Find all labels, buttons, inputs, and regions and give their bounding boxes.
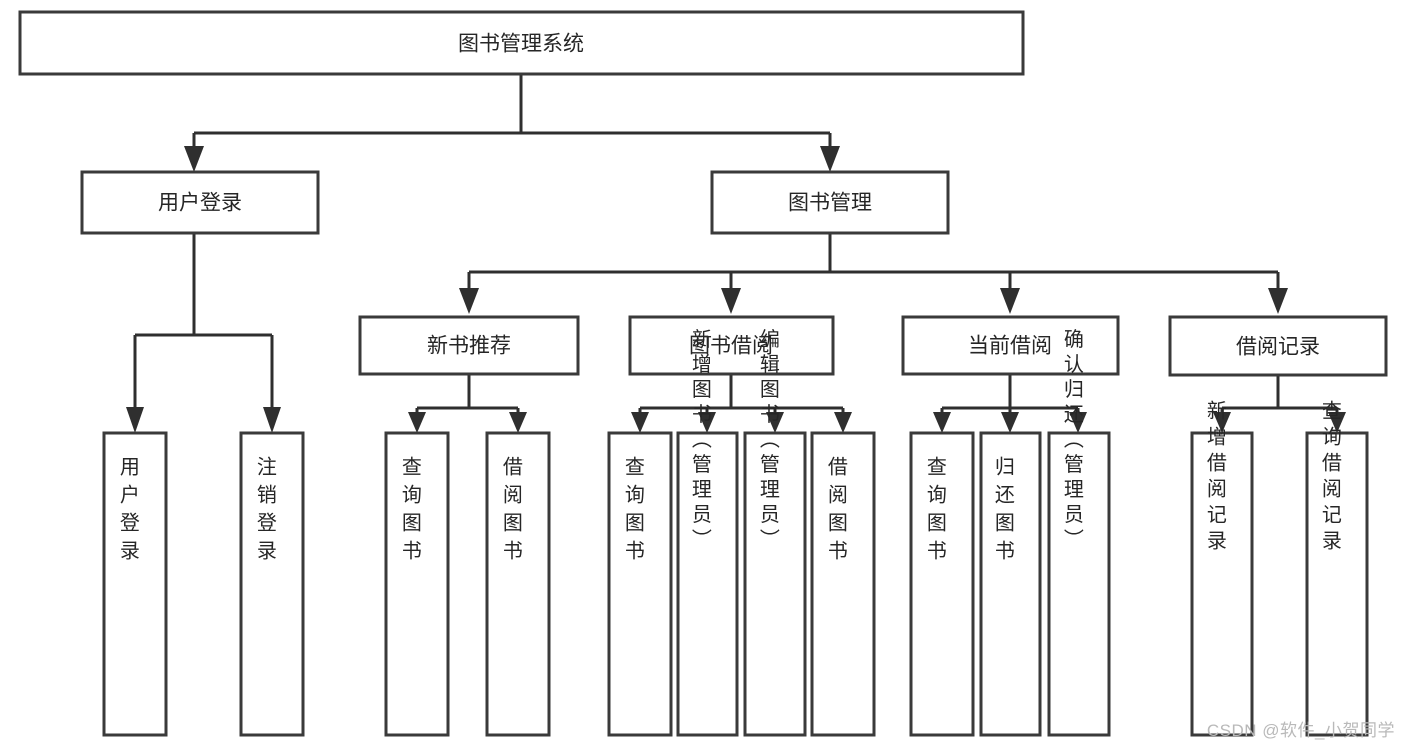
node-borrow-record-box[interactable]: [1168, 315, 1388, 377]
arrow-to-leaf-borrow-book-2: [834, 412, 852, 433]
node-leaf-borrow-book-1-box[interactable]: [485, 431, 551, 737]
node-leaf-confirm-return-label: 确认归还（管理员）: [1060, 328, 1083, 553]
node-leaf-user-login-box[interactable]: [102, 431, 168, 737]
node-leaf-query-record[interactable]: 查询借阅记录: [1305, 400, 1369, 737]
node-leaf-add-record-box[interactable]: [1190, 431, 1254, 737]
node-leaf-add-book-label: 新增图书（管理员）: [688, 328, 711, 553]
node-leaf-user-login[interactable]: 用户登录: [102, 431, 168, 737]
node-new-book-recommend-label: 新书推荐: [427, 335, 511, 358]
arrow-to-leaf-query-book-3: [933, 412, 951, 433]
node-leaf-user-logout-box[interactable]: [239, 431, 305, 737]
arrow-to-current-borrow: [1000, 288, 1020, 314]
arrow-to-leaf-user-logout: [263, 407, 281, 433]
node-book-borrow-box[interactable]: [628, 315, 835, 376]
node-leaf-user-logout[interactable]: 注销登录: [239, 431, 305, 737]
node-new-book-recommend[interactable]: 新书推荐: [358, 315, 580, 376]
node-leaf-query-book-2[interactable]: 查询图书: [607, 431, 673, 737]
arrow-to-leaf-add-record: [1213, 412, 1231, 433]
node-leaf-query-book-1-label: 查询图书: [398, 456, 421, 568]
node-leaf-edit-book-label: 编辑图书（管理员）: [756, 328, 779, 553]
node-leaf-query-book-2-box[interactable]: [607, 431, 673, 737]
arrow-to-leaf-query-book-2: [631, 412, 649, 433]
node-leaf-add-book-box[interactable]: [676, 431, 739, 737]
node-root-box[interactable]: [18, 10, 1025, 76]
node-leaf-borrow-book-2-label: 借阅图书: [824, 456, 847, 568]
arrow-to-leaf-query-record: [1328, 412, 1346, 433]
node-leaf-confirm-return[interactable]: 确认归还（管理员）: [1047, 328, 1111, 737]
node-leaf-borrow-book-2[interactable]: 借阅图书: [810, 431, 876, 737]
node-leaf-query-book-3-box[interactable]: [909, 431, 975, 737]
arrow-to-leaf-query-book-1: [408, 412, 426, 433]
node-leaf-confirm-return-box[interactable]: [1047, 431, 1111, 737]
arrow-to-user-login: [184, 146, 204, 172]
node-user-login-box[interactable]: [80, 170, 320, 235]
arrow-to-leaf-confirm-return: [1069, 412, 1087, 433]
node-leaf-add-record-label: 新增借阅记录: [1203, 400, 1226, 556]
arrow-to-new-book-recommend: [459, 288, 479, 314]
node-book-borrow-label: 图书借阅: [689, 335, 773, 358]
connector-layer: [126, 74, 1346, 433]
node-leaf-edit-book[interactable]: 编辑图书（管理员）: [743, 328, 807, 737]
node-leaf-return-book-label: 归还图书: [991, 456, 1014, 568]
node-leaf-borrow-book-1[interactable]: 借阅图书: [485, 431, 551, 737]
node-current-borrow-label: 当前借阅: [968, 335, 1052, 358]
node-book-management-box[interactable]: [710, 170, 950, 235]
node-leaf-borrow-book-1-label: 借阅图书: [499, 456, 522, 568]
node-current-borrow[interactable]: 当前借阅: [901, 315, 1120, 376]
arrow-to-leaf-add-book: [698, 412, 716, 433]
node-user-login[interactable]: 用户登录: [80, 170, 320, 235]
arrow-to-leaf-borrow-book-1: [509, 412, 527, 433]
node-leaf-query-book-1[interactable]: 查询图书: [384, 431, 450, 737]
node-book-management[interactable]: 图书管理: [710, 170, 950, 235]
node-leaf-edit-book-box[interactable]: [743, 431, 807, 737]
node-root-label: 图书管理系统: [458, 33, 584, 56]
arrow-to-borrow-record: [1268, 288, 1288, 314]
arrow-to-leaf-return-book: [1001, 412, 1019, 433]
node-leaf-query-record-label: 查询借阅记录: [1318, 400, 1341, 556]
arrow-to-leaf-user-login: [126, 407, 144, 433]
node-leaf-add-record[interactable]: 新增借阅记录: [1190, 400, 1254, 737]
node-leaf-query-book-3-label: 查询图书: [923, 456, 946, 568]
node-book-management-label: 图书管理: [788, 192, 872, 215]
node-current-borrow-box[interactable]: [901, 315, 1120, 376]
node-borrow-record[interactable]: 借阅记录: [1168, 315, 1388, 377]
node-book-borrow[interactable]: 图书借阅: [628, 315, 835, 376]
node-leaf-query-record-box[interactable]: [1305, 431, 1369, 737]
node-leaf-query-book-3[interactable]: 查询图书: [909, 431, 975, 737]
arrow-to-book-management: [820, 146, 840, 172]
node-leaf-return-book-box[interactable]: [979, 431, 1042, 737]
node-leaf-borrow-book-2-box[interactable]: [810, 431, 876, 737]
arrow-to-book-borrow: [721, 288, 741, 314]
node-leaf-user-login-label: 用户登录: [116, 456, 139, 568]
node-root[interactable]: 图书管理系统: [18, 10, 1025, 76]
node-new-book-recommend-box[interactable]: [358, 315, 580, 376]
node-leaf-add-book[interactable]: 新增图书（管理员）: [676, 328, 739, 737]
node-leaf-query-book-1-box[interactable]: [384, 431, 450, 737]
arrow-to-leaf-edit-book: [766, 412, 784, 433]
node-user-login-label: 用户登录: [158, 192, 242, 215]
node-leaf-query-book-2-label: 查询图书: [621, 456, 644, 568]
node-leaf-return-book[interactable]: 归还图书: [979, 431, 1042, 737]
node-leaf-user-logout-label: 注销登录: [253, 456, 276, 568]
node-borrow-record-label: 借阅记录: [1236, 336, 1320, 359]
